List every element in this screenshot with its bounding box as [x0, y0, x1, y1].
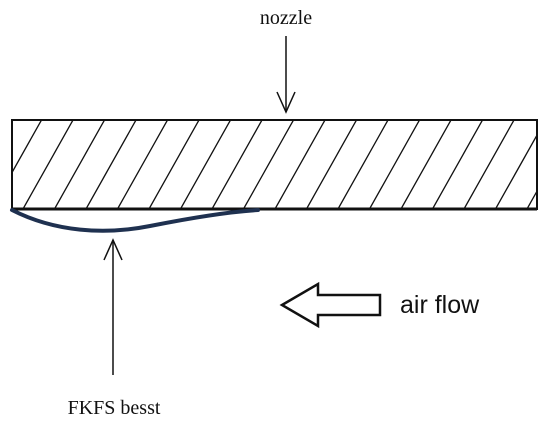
nozzle-plate: [0, 119, 538, 211]
hatch-line: [337, 120, 389, 209]
air-flow-arrow: [279, 281, 382, 329]
hatch-line: [526, 189, 537, 209]
hatch-line: [305, 120, 358, 209]
fkfs-arrow: [103, 238, 123, 375]
hatch-line: [463, 120, 515, 209]
hatch-line: [242, 120, 295, 209]
air-flow-label: air flow: [400, 291, 480, 319]
hatch-line: [179, 120, 232, 209]
hatch-line: [53, 120, 106, 209]
hatch-line: [211, 120, 263, 209]
hatch-line: [400, 120, 452, 209]
hatch-line: [0, 120, 10, 209]
measurement-curve: [10, 208, 260, 233]
nozzle-label: nozzle: [260, 7, 312, 29]
hatch-line: [12, 120, 43, 174]
hatch-line: [494, 133, 537, 209]
hatch-line: [368, 120, 421, 209]
hatch-line: [148, 120, 200, 209]
plate-hatching: [0, 120, 537, 209]
hatch-line: [431, 120, 484, 209]
hatch-line: [22, 120, 74, 209]
hatch-line: [274, 120, 326, 209]
fkfs-label: FKFS besst: [68, 397, 161, 419]
nozzle-arrow: [276, 36, 296, 114]
hatch-line: [116, 120, 169, 209]
plate-outline: [11, 119, 538, 210]
hatch-line: [85, 120, 137, 209]
